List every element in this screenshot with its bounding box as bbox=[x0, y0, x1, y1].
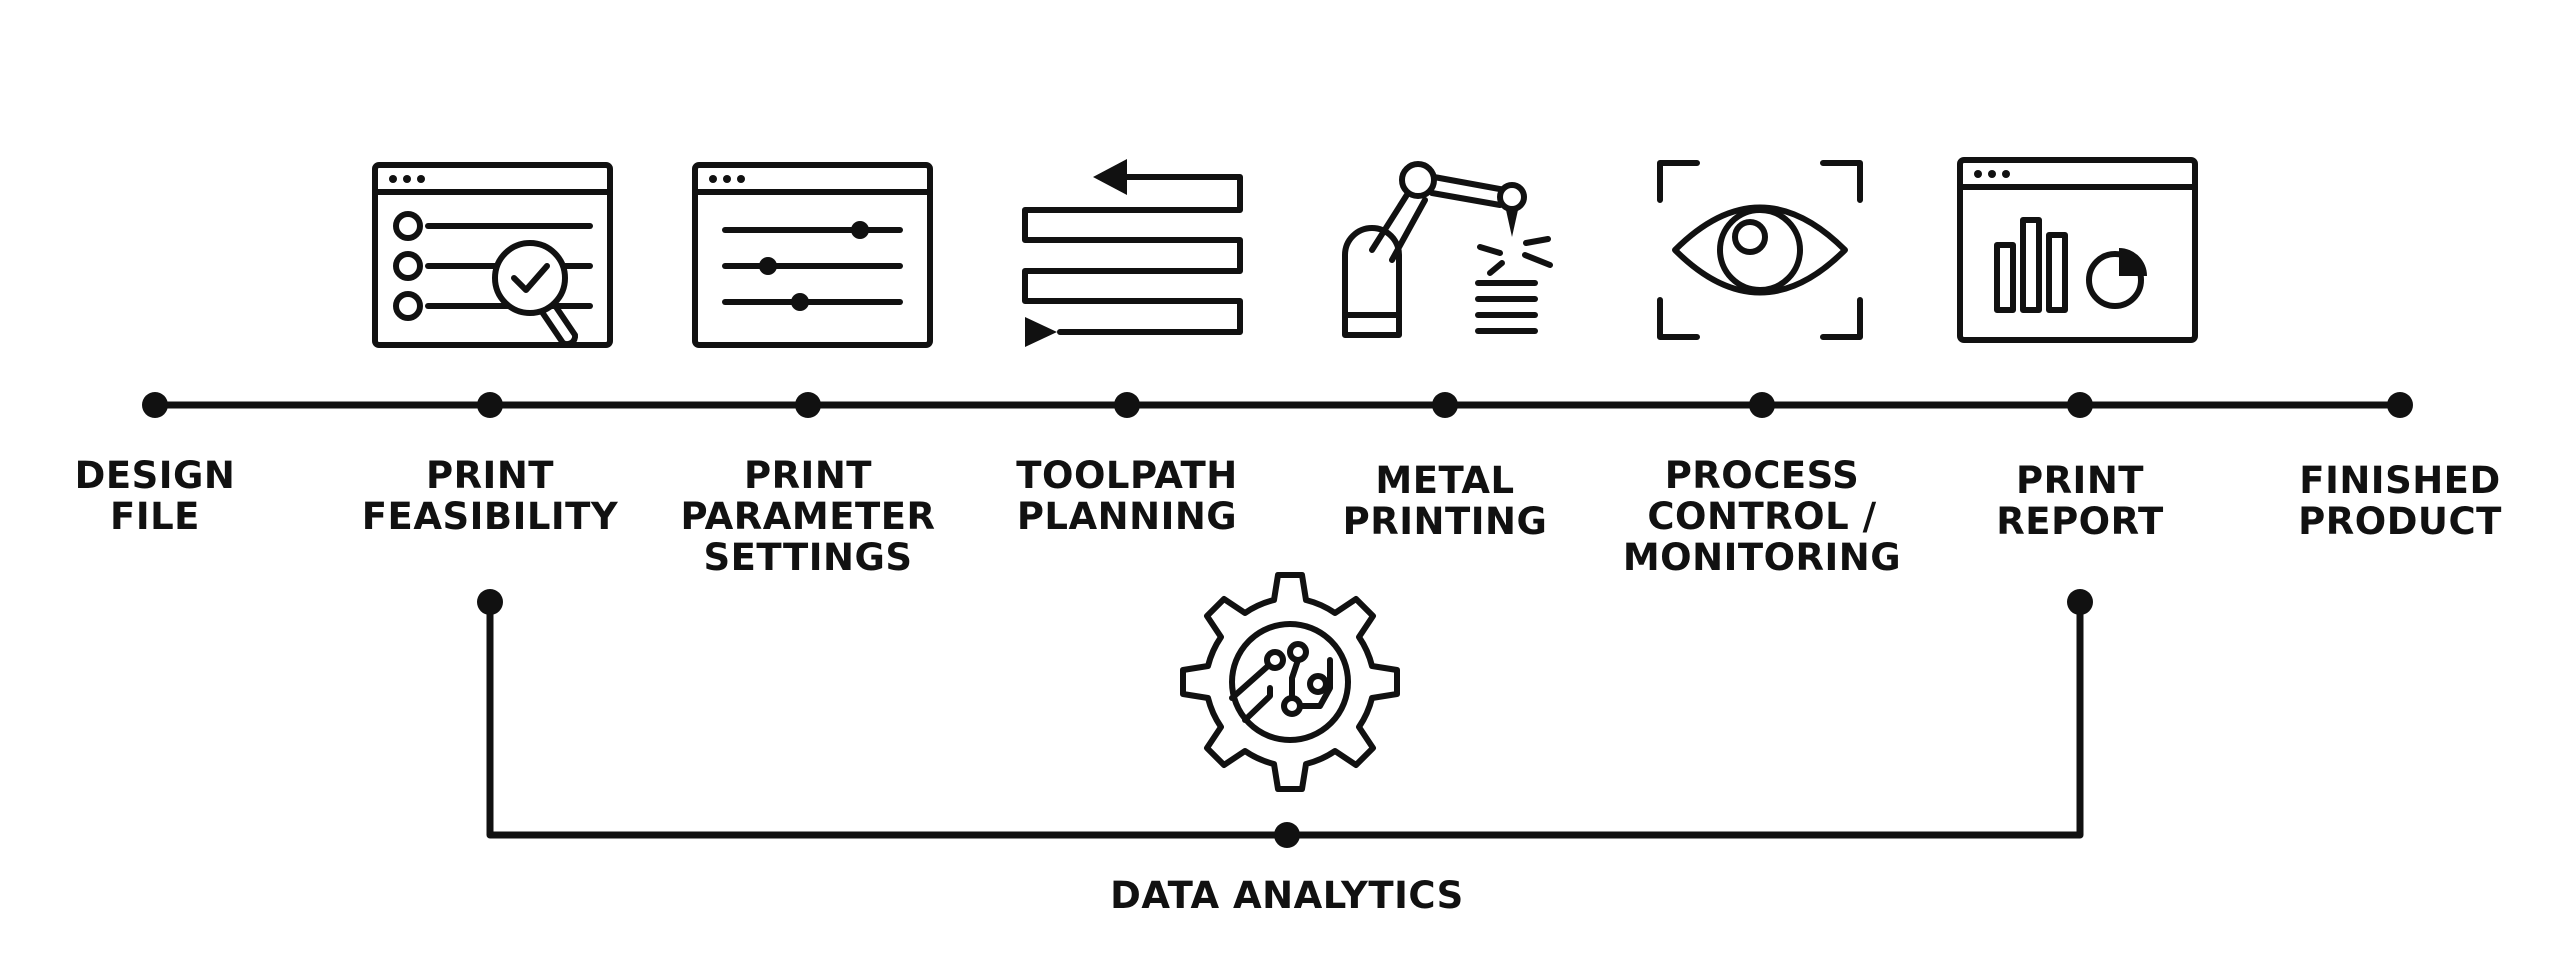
timeline-node-print-parameter-settings bbox=[795, 392, 821, 418]
timeline-node-process-control bbox=[1749, 392, 1775, 418]
timeline-node-finished-product bbox=[2387, 392, 2413, 418]
data-analytics-label: DATA ANALYTICS bbox=[1110, 874, 1464, 917]
gear-circuit-icon bbox=[1170, 570, 1410, 810]
step-label-toolpath-planning: TOOLPATH PLANNING bbox=[1016, 454, 1238, 538]
timeline-node-toolpath-planning bbox=[1114, 392, 1140, 418]
bracket-node-right bbox=[2067, 589, 2093, 615]
timeline-node-print-report bbox=[2067, 392, 2093, 418]
timeline-node-metal-printing bbox=[1432, 392, 1458, 418]
bracket-node-center bbox=[1274, 822, 1300, 848]
parameter-sliders-window-icon bbox=[690, 160, 935, 355]
step-label-process-control-monitoring: PROCESS CONTROL / MONITORING bbox=[1622, 454, 1902, 579]
feasibility-check-window-icon bbox=[370, 160, 613, 370]
robot-arm-laser-icon bbox=[1330, 155, 1580, 345]
toolpath-zigzag-icon bbox=[1015, 155, 1245, 355]
timeline-node-design-file bbox=[142, 392, 168, 418]
step-label-print-feasibility: PRINT FEASIBILITY bbox=[361, 454, 619, 538]
step-label-print-parameter-settings: PRINT PARAMETER SETTINGS bbox=[680, 454, 936, 579]
eye-focus-icon bbox=[1650, 155, 1870, 345]
report-charts-window-icon bbox=[1955, 155, 2200, 350]
timeline-node-print-feasibility bbox=[477, 392, 503, 418]
step-label-design-file: DESIGN FILE bbox=[74, 454, 236, 538]
step-label-print-report: PRINT REPORT bbox=[1996, 459, 2164, 543]
step-label-finished-product: FINISHED PRODUCT bbox=[2298, 459, 2502, 543]
bracket-node-left bbox=[477, 589, 503, 615]
step-label-metal-printing: METAL PRINTING bbox=[1342, 459, 1548, 543]
